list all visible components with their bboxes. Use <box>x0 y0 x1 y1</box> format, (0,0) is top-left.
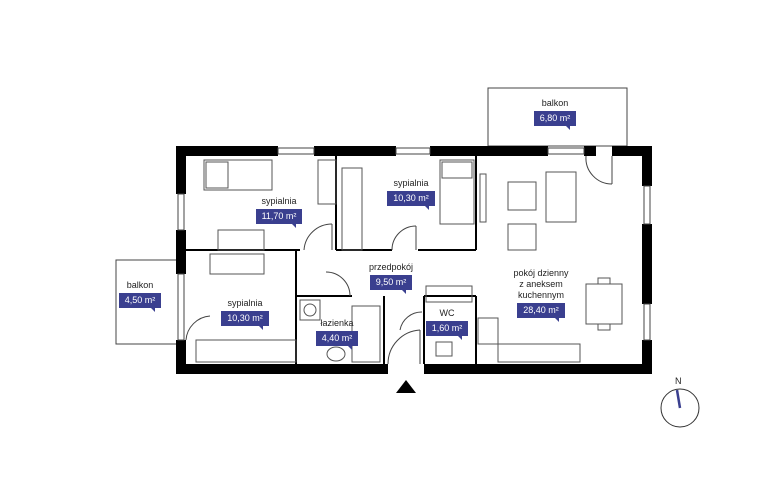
area-badge: 11,70 m² <box>255 209 303 228</box>
entrance-arrow <box>396 380 416 393</box>
room-name: sypialnia <box>393 178 429 188</box>
balcony-top-outline <box>487 87 628 147</box>
room-pokoj-dzienny: pokój dzienny z aneksem kuchennym 28,40 … <box>500 268 582 322</box>
doors <box>185 155 613 365</box>
area-badge: 10,30 m² <box>387 191 435 210</box>
area-badge: 4,40 m² <box>315 331 359 350</box>
room-name: pokój dzienny z aneksem kuchennym <box>513 268 569 300</box>
room-balkon-top: balkon 6,80 m² <box>520 98 590 130</box>
area-badge: 1,60 m² <box>425 321 469 340</box>
outer-walls <box>176 146 652 374</box>
room-lazienka: łazienka 4,40 m² <box>304 318 370 350</box>
area-badge: 9,50 m² <box>369 275 413 294</box>
room-sypialnia-1: sypialnia 11,70 m² <box>244 196 314 228</box>
room-przedpokoj: przedpokój 9,50 m² <box>356 262 426 294</box>
area-badge: 4,50 m² <box>118 293 162 312</box>
room-wc: WC 1,60 m² <box>414 308 480 340</box>
room-balkon-left: balkon 4,50 m² <box>106 280 174 312</box>
room-sypialnia-2: sypialnia 10,30 m² <box>376 178 446 210</box>
furniture <box>195 159 623 363</box>
room-name: balkon <box>126 280 154 290</box>
room-name: sypialnia <box>261 196 297 206</box>
area-badge: 10,30 m² <box>221 311 269 330</box>
room-name: łazienka <box>320 318 354 328</box>
compass <box>660 388 700 428</box>
room-name: przedpokój <box>368 262 414 272</box>
room-sypialnia-3: sypialnia 10,30 m² <box>210 298 280 330</box>
area-badge: 28,40 m² <box>517 303 565 322</box>
windows <box>177 147 651 341</box>
room-name: WC <box>439 308 455 318</box>
area-badge: 6,80 m² <box>533 111 577 130</box>
room-name: balkon <box>541 98 569 108</box>
compass-label: N <box>675 376 682 386</box>
room-name: sypialnia <box>227 298 263 308</box>
